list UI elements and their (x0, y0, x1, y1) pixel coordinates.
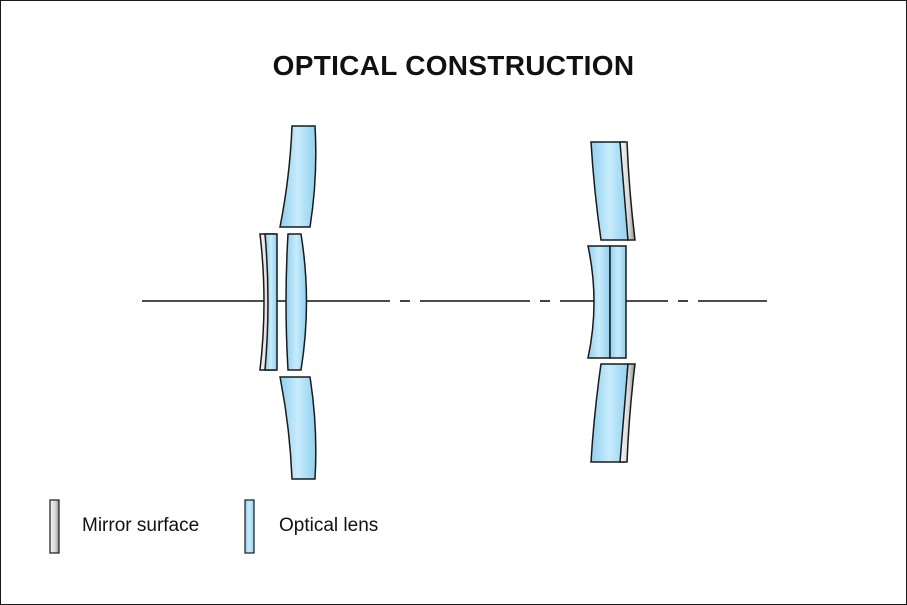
lens-element (264, 233, 278, 371)
mirror-element (619, 363, 636, 463)
mirror-legend-swatch (49, 499, 60, 554)
lens-element (285, 233, 308, 371)
lens-legend-swatch (244, 499, 255, 554)
lens-legend-label: Optical lens (279, 515, 379, 536)
diagram-title: OPTICAL CONSTRUCTION (272, 50, 635, 81)
lens-element (279, 376, 317, 480)
mirror-legend-label: Mirror surface (82, 515, 200, 536)
lens-element (279, 125, 317, 228)
mirror-element (619, 141, 636, 241)
lens-element (609, 245, 627, 359)
lens-element (587, 245, 611, 359)
